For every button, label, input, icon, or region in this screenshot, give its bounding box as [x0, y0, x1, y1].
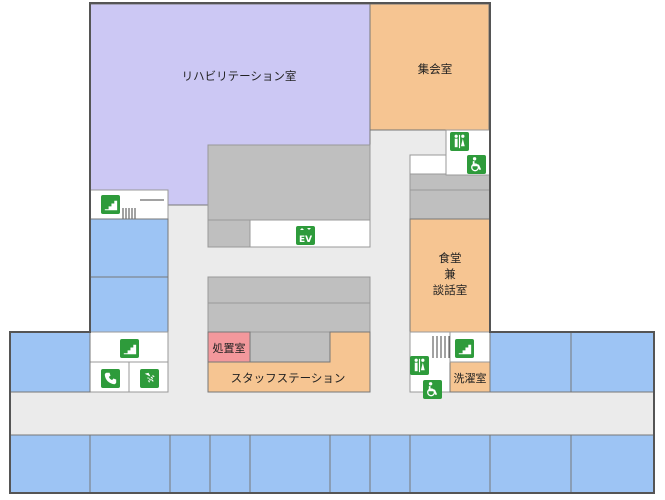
- service-core-right: [409, 173, 491, 220]
- ward-room-bottom-3[interactable]: [169, 434, 211, 494]
- ward-room-bottom-1[interactable]: [9, 434, 91, 494]
- wheelchair-icon[interactable]: [423, 380, 442, 399]
- service-core-center-top: [207, 144, 371, 221]
- ward-room-bottom-10[interactable]: [570, 434, 655, 494]
- staff-station[interactable]: [207, 331, 371, 393]
- ward-rooms-bottom-row: [9, 434, 655, 494]
- rehab-room-label: リハビリテーション室: [182, 69, 297, 83]
- dining-label-2: 兼: [444, 267, 456, 281]
- service-core-center-bottom: [207, 276, 371, 333]
- elevator-icon-text: EV: [299, 235, 312, 245]
- dining-label-3: 談話室: [433, 283, 468, 297]
- service-core-center-left: [207, 219, 251, 248]
- laundry-room-label: 洗濯室: [454, 371, 487, 385]
- shower-icon[interactable]: [140, 369, 159, 388]
- ward-room-bottom-7[interactable]: [369, 434, 411, 494]
- stairs-icon[interactable]: [101, 195, 120, 214]
- treatment-room-label: 処置室: [213, 341, 246, 355]
- ward-room-bottom-4[interactable]: [209, 434, 251, 494]
- ward-room-bottom-2[interactable]: [89, 434, 171, 494]
- stairs-icon[interactable]: [120, 339, 139, 358]
- ward-room-wing-right-2[interactable]: [570, 331, 655, 393]
- phone-icon[interactable]: [101, 369, 120, 388]
- elevator-icon[interactable]: EV: [296, 226, 315, 245]
- ward-room-bottom-9[interactable]: [489, 434, 572, 494]
- restroom-icon[interactable]: [450, 132, 469, 151]
- ward-room-bottom-6[interactable]: [329, 434, 371, 494]
- wheelchair-icon[interactable]: [467, 155, 486, 174]
- service-core-center-lower: [249, 331, 331, 363]
- restroom-icon[interactable]: [410, 356, 429, 375]
- dining-label-1: 食堂: [439, 251, 462, 265]
- ward-room-bottom-5[interactable]: [249, 434, 331, 494]
- stairs-icon[interactable]: [455, 339, 474, 358]
- ward-room-left-2[interactable]: [89, 276, 169, 333]
- assembly-room-label: 集会室: [418, 62, 453, 76]
- ward-room-wing-left-1[interactable]: [9, 331, 91, 393]
- assembly-room[interactable]: [369, 3, 490, 131]
- ward-room-wing-right-1[interactable]: [489, 331, 572, 393]
- treatment-room[interactable]: [207, 331, 251, 363]
- staff-station-label: スタッフステーション: [231, 371, 346, 385]
- ward-room-left-1[interactable]: [89, 218, 169, 278]
- ward-room-bottom-8[interactable]: [409, 434, 491, 494]
- dining-lounge-room[interactable]: [409, 218, 491, 333]
